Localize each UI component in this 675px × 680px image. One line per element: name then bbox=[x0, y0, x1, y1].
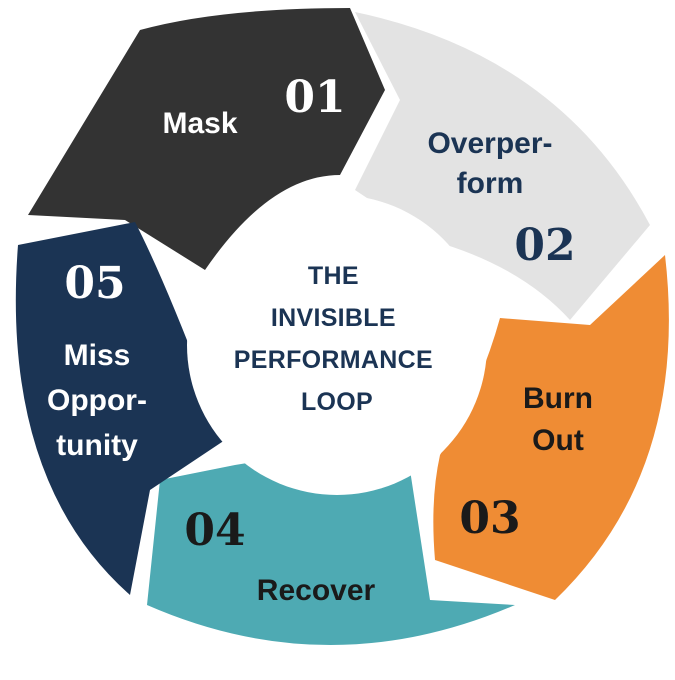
segment-03-label-line: Out bbox=[532, 424, 584, 457]
segment-02-label-line: form bbox=[457, 167, 524, 200]
segment-02-label-line: Overper- bbox=[427, 127, 552, 160]
center-line-3: PERFORMANCE bbox=[234, 346, 433, 374]
center-title: THE INVISIBLE PERFORMANCE LOOP bbox=[234, 262, 440, 416]
center-line-4: LOOP bbox=[301, 388, 373, 416]
segment-05-label-line: Miss bbox=[64, 339, 131, 372]
segment-05-label-line: tunity bbox=[56, 429, 138, 462]
segment-04-number: 04 bbox=[184, 505, 245, 556]
center-circle bbox=[187, 195, 487, 495]
segment-05 bbox=[15, 222, 225, 595]
segment-02-number: 02 bbox=[514, 220, 575, 271]
center-line-1: THE bbox=[308, 262, 359, 290]
center-line-2: INVISIBLE bbox=[271, 304, 396, 332]
segment-03-number: 03 bbox=[459, 493, 520, 544]
segment-01-number: 01 bbox=[284, 72, 345, 123]
segment-02-label: Overper-form bbox=[427, 127, 552, 200]
segment-05-number: 05 bbox=[64, 258, 125, 309]
segment-04 bbox=[147, 458, 515, 645]
segment-03 bbox=[433, 255, 669, 600]
segment-01-label: Mask bbox=[162, 107, 237, 140]
segment-01-label-line: Mask bbox=[162, 107, 237, 140]
segment-02 bbox=[355, 12, 650, 320]
segment-04-label: Recover bbox=[257, 574, 376, 607]
segments-layer bbox=[15, 8, 669, 645]
segment-05-label-line: Oppor- bbox=[47, 384, 147, 417]
segment-04-label-line: Recover bbox=[257, 574, 376, 607]
segment-03-label-line: Burn bbox=[523, 382, 593, 415]
segment-01 bbox=[28, 8, 385, 270]
